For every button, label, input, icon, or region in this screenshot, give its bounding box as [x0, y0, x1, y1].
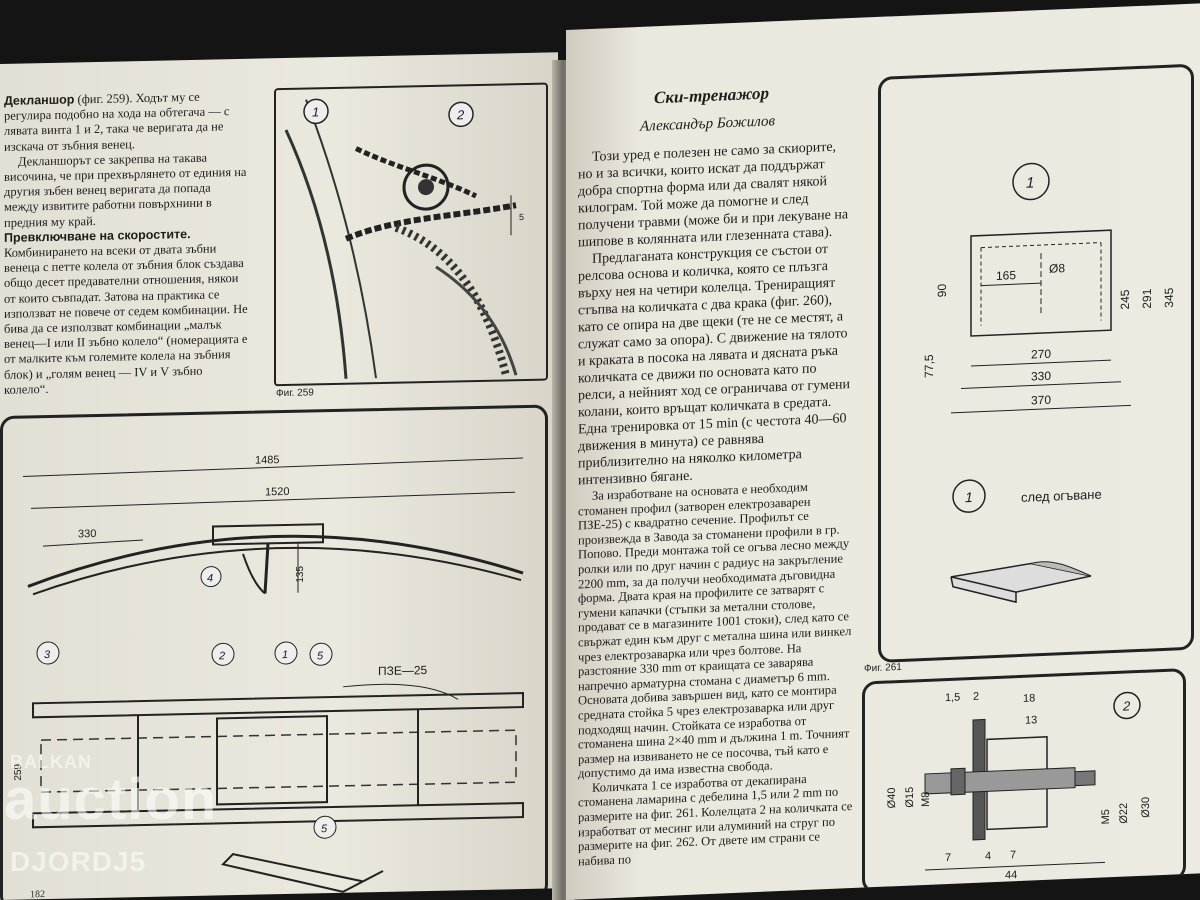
- left-text-column: Дeклaншoр (фиг. 259). Ходът му се регули…: [4, 89, 248, 398]
- paragraph: Количката 1 се изработва от декапирана с…: [578, 771, 853, 869]
- fig259-label-1: 1: [312, 104, 319, 119]
- fig262-dim-18: 18: [1023, 692, 1035, 705]
- fig261-dim-d8: Ø8: [1049, 261, 1065, 276]
- fig262-dim-4: 4: [985, 850, 991, 862]
- fig259-dim-5: 5: [519, 212, 524, 222]
- fig261-label-1b: 1: [965, 489, 973, 505]
- fig262-dim-m5: M5: [1100, 809, 1112, 825]
- dim-259: 259: [13, 763, 24, 780]
- term-declansor: Дeклaншoр: [4, 92, 75, 108]
- fig262-dim-13: 13: [1025, 714, 1037, 727]
- fig260-label-5b: 5: [321, 823, 328, 835]
- fig261-dim-90: 90: [935, 283, 949, 297]
- fig262-dim-7a: 7: [945, 852, 951, 864]
- fig262-dim-2: 2: [973, 691, 979, 703]
- figure-262-drawing: 1,5 2 18 13 2 Ø40 Ø15 M8 M5 Ø22 Ø30 7 4 …: [886, 691, 1152, 882]
- figure-261-frame: 1 165 Ø8 90 245 291 345 77,5 270 330 370…: [878, 63, 1194, 663]
- figure-259-frame: 1 2 5: [274, 82, 548, 387]
- fig260-label-3: 3: [44, 649, 51, 661]
- fig261-dim-165: 165: [996, 268, 1016, 283]
- paragraph: За изработване на основата е необходим с…: [578, 479, 852, 781]
- figure-261-drawing: 1 165 Ø8 90 245 291 345 77,5 270 330 370…: [922, 162, 1176, 604]
- figure-260-drawing: 1485 1520 330 135 4 3 5 2 1 ПЗЕ—25: [13, 454, 524, 893]
- fig261-dim-345: 345: [1162, 287, 1176, 308]
- dim-330: 330: [78, 528, 96, 540]
- fig262-dim-d30: Ø30: [1140, 797, 1152, 818]
- dim-1485: 1485: [255, 454, 279, 467]
- fig262-dim-44: 44: [1005, 869, 1017, 882]
- fig261-dim-245: 245: [1118, 289, 1132, 310]
- fig261-label-1a: 1: [1026, 174, 1034, 191]
- page-number: 182: [30, 889, 45, 900]
- fig262-dim-d22: Ø22: [1118, 803, 1130, 824]
- fig260-label-5a: 5: [317, 650, 324, 662]
- right-page: Ски-тренажор Александър Божилов Този уре…: [566, 3, 1200, 900]
- paragraph: Комбинирането на всеки от двата зъбни ве…: [4, 241, 248, 397]
- dim-1520: 1520: [265, 486, 289, 499]
- fig261-note: след огъване: [1021, 487, 1102, 505]
- figure-262-frame: 1,5 2 18 13 2 Ø40 Ø15 M8 M5 Ø22 Ø30 7 4 …: [862, 668, 1186, 894]
- left-page: Дeклaншoр (фиг. 259). Ходът му се регули…: [0, 52, 558, 900]
- paragraph: Деклaншорът се закрепва на такава височи…: [4, 150, 247, 230]
- figure-261-caption: Фиг. 261: [864, 661, 902, 675]
- paragraph: Предлаганата конструкция се състои от ре…: [578, 242, 851, 489]
- fig261-dim-330: 330: [1031, 369, 1051, 384]
- watermark-line3: DJORDJ5: [10, 846, 147, 877]
- right-text-column: Този уред е полезен не само за скиорите,…: [578, 138, 854, 869]
- fig262-dim-7b: 7: [1010, 849, 1016, 861]
- figure-260-frame: 1485 1520 330 135 4 3 5 2 1 ПЗЕ—25: [0, 404, 548, 900]
- fig261-dim-291: 291: [1140, 288, 1154, 309]
- figure-262-caption: Фиг. 262: [864, 891, 902, 900]
- fig260-label-4: 4: [207, 573, 213, 585]
- figure-259-drawing: 1 2 5: [284, 98, 524, 379]
- fig260-profile-label: ПЗЕ—25: [378, 663, 428, 678]
- figure-259-caption: Фиг. 259: [276, 387, 314, 400]
- article-author: Александър Божилов: [640, 113, 775, 135]
- fig262-dim-d40: Ø40: [886, 787, 898, 808]
- fig262-dim-1-5: 1,5: [945, 691, 960, 704]
- fig261-dim-77-5: 77,5: [922, 354, 936, 378]
- article-title: Ски-тренажор: [654, 83, 770, 108]
- watermark-line1: BALKAN: [10, 752, 92, 772]
- fig262-dim-d15: Ø15: [904, 787, 916, 808]
- fig259-label-2: 2: [456, 107, 465, 122]
- fig260-label-2: 2: [218, 650, 225, 662]
- watermark-line2: auction: [4, 767, 218, 832]
- fig261-dim-270: 270: [1031, 347, 1051, 362]
- fig262-dim-m8: M8: [920, 791, 932, 807]
- fig262-label-2: 2: [1122, 698, 1131, 713]
- fig261-dim-370: 370: [1031, 393, 1051, 408]
- dim-135: 135: [295, 565, 306, 582]
- paragraph: Този уред е полезен не само за скиорите,…: [578, 139, 849, 251]
- fig260-label-1: 1: [282, 649, 288, 661]
